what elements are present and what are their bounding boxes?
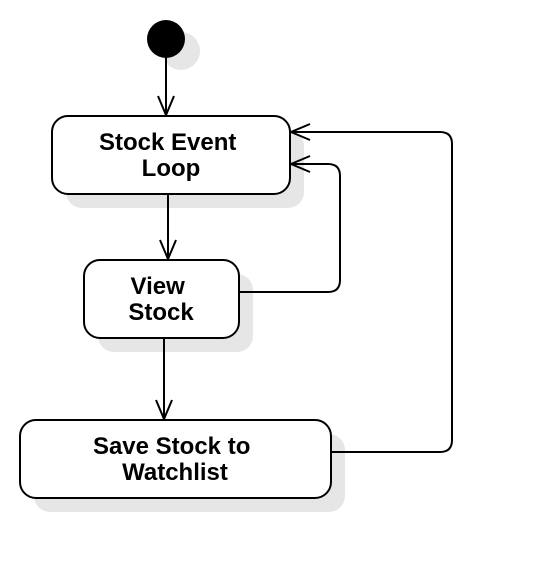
state-box xyxy=(51,115,291,195)
state-box xyxy=(83,259,240,339)
state-view-stock: View Stock xyxy=(83,259,240,339)
state-label: Save Stock to Watchlist xyxy=(93,433,257,486)
state-stock-event-loop: Stock Event Loop xyxy=(51,115,291,195)
state-save-stock-to-watchlist: Save Stock to Watchlist xyxy=(19,419,332,499)
state-label-line: Watchlist xyxy=(122,459,228,486)
initial-node xyxy=(147,20,185,58)
state-label-line: Save Stock to xyxy=(93,433,250,460)
transition-save-to-loop xyxy=(288,123,453,453)
state-box xyxy=(19,419,332,499)
state-label-line: Stock xyxy=(128,299,194,326)
state-label-line: View xyxy=(131,273,186,300)
state-label-line: Loop xyxy=(142,155,201,182)
state-label: Stock Event Loop xyxy=(99,129,243,182)
state-label: View Stock xyxy=(128,273,194,326)
state-label-line: Stock Event xyxy=(99,129,236,156)
